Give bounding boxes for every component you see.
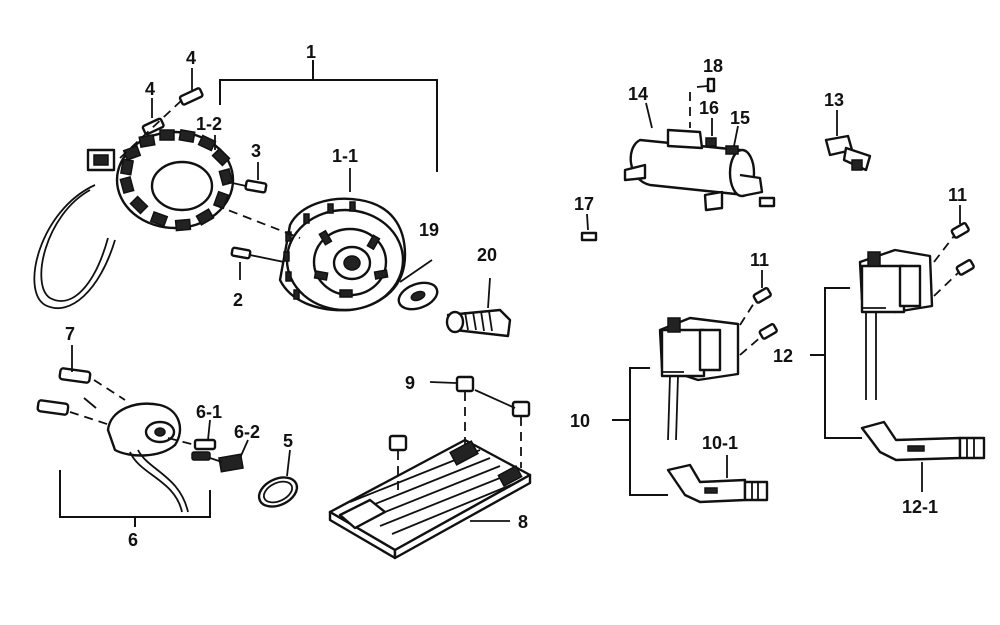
washer-19 [397,259,439,311]
ignition-coil-10 [658,287,778,441]
bolt-9-a [455,375,475,393]
label-9: 9 [405,373,415,393]
mount-plate-8 [328,375,532,560]
pulser-sensor-assembly [36,367,299,513]
label-15: 15 [730,108,750,128]
bracket-12 [824,287,862,439]
shaft-20 [445,277,512,338]
label-19: 19 [419,220,439,240]
bolt-11-b [758,323,778,340]
plug-cap-12-1 [860,420,986,462]
label-11-right: 11 [948,185,967,205]
bolt-9-b [511,400,531,418]
label-1: 1 [306,42,316,62]
bolt-11-c [950,222,970,239]
label-12-1: 12-1 [902,497,938,517]
o-ring-5 [257,476,299,508]
bolt-2 [230,246,252,260]
label-6: 6 [128,530,138,550]
connector-6-2 [218,453,244,473]
ignition-coil-12 [858,222,975,400]
pin-18 [706,77,716,93]
label-18: 18 [703,56,723,76]
label-7: 7 [65,324,75,344]
label-17: 17 [574,194,594,214]
screw-3 [244,179,268,194]
label-11-left: 11 [750,250,769,270]
label-14: 14 [628,84,648,104]
label-5: 5 [283,431,293,451]
label-20: 20 [477,245,497,265]
flywheel-rotor [214,197,407,312]
bolt-9-c [388,434,408,452]
label-16: 16 [699,98,719,118]
label-1-2: 1-2 [196,114,222,134]
label-12: 12 [773,346,793,366]
bracket-1 [219,79,438,172]
bolt-7-lower [36,399,70,416]
bolt-7-upper [58,367,92,384]
sensor-13 [824,134,872,172]
key-17 [580,231,598,242]
label-2: 2 [233,290,243,310]
label-8: 8 [518,512,528,532]
label-4-upper: 4 [186,48,196,68]
starter-motor-14 [623,77,776,212]
label-3: 3 [251,141,261,161]
label-4-lower: 4 [145,79,155,99]
label-10-1: 10-1 [702,433,738,453]
bolt-4-upper [178,87,204,106]
bolt-11-a [752,287,772,304]
stator-wire-harness [33,184,116,310]
stator-assembly [33,87,268,310]
label-6-1: 6-1 [196,402,222,422]
label-10: 10 [570,411,590,431]
label-6-2: 6-2 [234,422,260,442]
label-13: 13 [824,90,844,110]
grommet-6-1 [193,438,217,451]
label-1-1: 1-1 [332,146,358,166]
bracket-10 [629,367,668,496]
plug-cap-10-1 [666,463,769,504]
